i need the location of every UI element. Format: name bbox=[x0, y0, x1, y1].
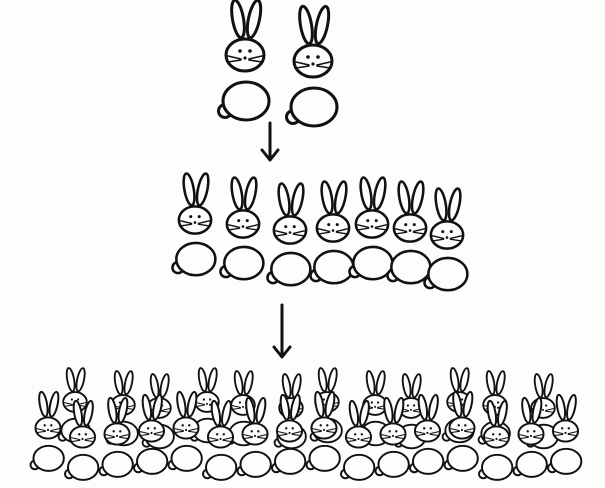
rabbit-icon bbox=[349, 177, 392, 280]
rabbit-icon bbox=[307, 391, 340, 471]
generation-2-rabbits bbox=[172, 173, 467, 291]
rabbit-icon bbox=[267, 183, 310, 286]
rabbit-icon bbox=[387, 181, 430, 284]
rabbit-icon bbox=[310, 181, 353, 284]
rabbit-icon bbox=[219, 0, 270, 120]
rabbit-icon bbox=[220, 177, 263, 280]
rabbit-icon bbox=[341, 400, 374, 480]
rabbit-icon bbox=[31, 391, 64, 471]
rabbit-icon bbox=[479, 400, 512, 480]
rabbit-icon bbox=[169, 391, 202, 471]
rabbit-icon bbox=[272, 394, 305, 474]
rabbit-icon bbox=[287, 5, 338, 126]
arrow-down-icon bbox=[274, 305, 290, 357]
rabbit-icon bbox=[65, 400, 98, 480]
rabbit-icon bbox=[424, 188, 467, 291]
generation-3-rabbits bbox=[31, 367, 582, 479]
arrow-down-icon bbox=[262, 123, 278, 160]
rabbit-icon bbox=[172, 173, 215, 276]
rabbit-icon bbox=[134, 394, 167, 474]
rabbit-icon bbox=[100, 397, 133, 477]
generation-1-rabbits bbox=[219, 0, 338, 126]
rabbit-icon bbox=[514, 397, 547, 477]
